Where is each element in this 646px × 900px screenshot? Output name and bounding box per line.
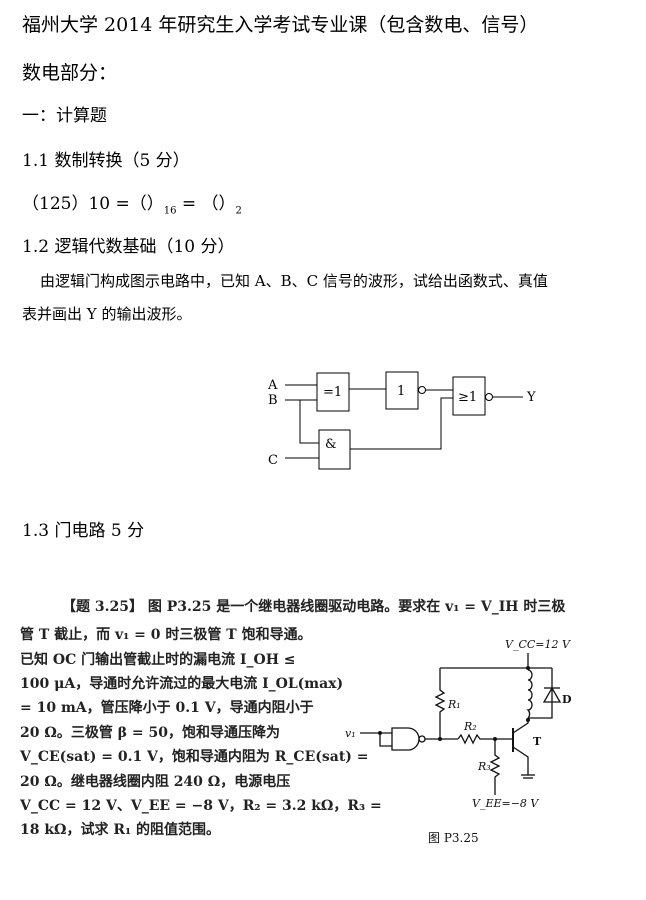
problem-line: 【题 3.25】 图 P3.25 是一个继电器线圈驱动电路。要求在 v₁ = V… <box>62 599 566 615</box>
problem-line: 18 kΩ，试求 R₁ 的阻值范围。 <box>20 822 221 838</box>
expr-b: = （） <box>176 194 236 214</box>
transistor-label: T <box>533 735 542 748</box>
nor-gate-label: ≥1 <box>458 390 477 405</box>
q12-text-2: 表并画出 Y 的输出波形。 <box>22 305 192 323</box>
q11-expression: （125）10 =（）16 = （）2 <box>22 189 242 216</box>
vcc-label: V_CC=12 V <box>505 638 571 651</box>
problem-line: = 10 mA，管压降小于 0.1 V，导通内阻小于 <box>20 700 314 716</box>
not-gate-label: 1 <box>397 384 405 399</box>
label-y: Y <box>526 390 536 405</box>
base-2: 2 <box>235 205 242 217</box>
figure-caption: 图 P3.25 <box>428 831 479 845</box>
q13-heading: 1.3 门电路 5 分 <box>22 521 145 541</box>
part-heading: 一：计算题 <box>22 106 107 126</box>
r1-label: R₁ <box>447 698 461 711</box>
problem-line: 已知 OC 门输出管截止时的漏电流 I_OH ≤ <box>20 652 296 668</box>
diode-label: D <box>562 693 572 706</box>
q11-heading: 1.1 数制转换（5 分） <box>22 151 190 171</box>
problem-line: 20 Ω。三极管 β = 50，饱和导通压降为 <box>20 725 280 741</box>
problem-line: V_CE(sat) = 0.1 V，饱和导通内阻为 R_CE(sat) = <box>20 749 369 765</box>
problem-line: 管 T 截止，而 v₁ = 0 时三极管 T 饱和导通。 <box>20 627 312 643</box>
problem-line: 100 μA，导通时允许流过的最大电流 I_OL(max) <box>20 676 344 692</box>
section-heading: 数电部分： <box>22 62 118 84</box>
r2-label: R₂ <box>463 720 477 733</box>
problem-line: V_CC = 12 V、V_EE = −8 V，R₂ = 3.2 kΩ，R₃ = <box>20 798 382 814</box>
exam-title: 福州大学 2014 年研究生入学考试专业课（包含数电、信号） <box>22 14 539 36</box>
expr-a: （125）10 =（） <box>22 194 164 214</box>
r3-label: R₃ <box>477 760 491 773</box>
and-gate-label: & <box>325 437 337 452</box>
label-b: B <box>268 393 278 408</box>
q12-text-1: 由逻辑门构成图示电路中，已知 A、B、C 信号的波形，试给出函数式、真值 <box>40 272 548 290</box>
label-c: C <box>268 453 278 468</box>
label-a: A <box>267 378 278 393</box>
vee-label: V_EE=−8 V <box>472 797 539 810</box>
xor-gate-label: =1 <box>323 385 342 400</box>
vi-label: v₁ <box>345 727 356 740</box>
base-16: 16 <box>163 205 177 217</box>
q12-heading: 1.2 逻辑代数基础（10 分） <box>22 237 235 257</box>
problem-line: 20 Ω。继电器线圈内阻 240 Ω，电源电压 <box>20 774 291 790</box>
